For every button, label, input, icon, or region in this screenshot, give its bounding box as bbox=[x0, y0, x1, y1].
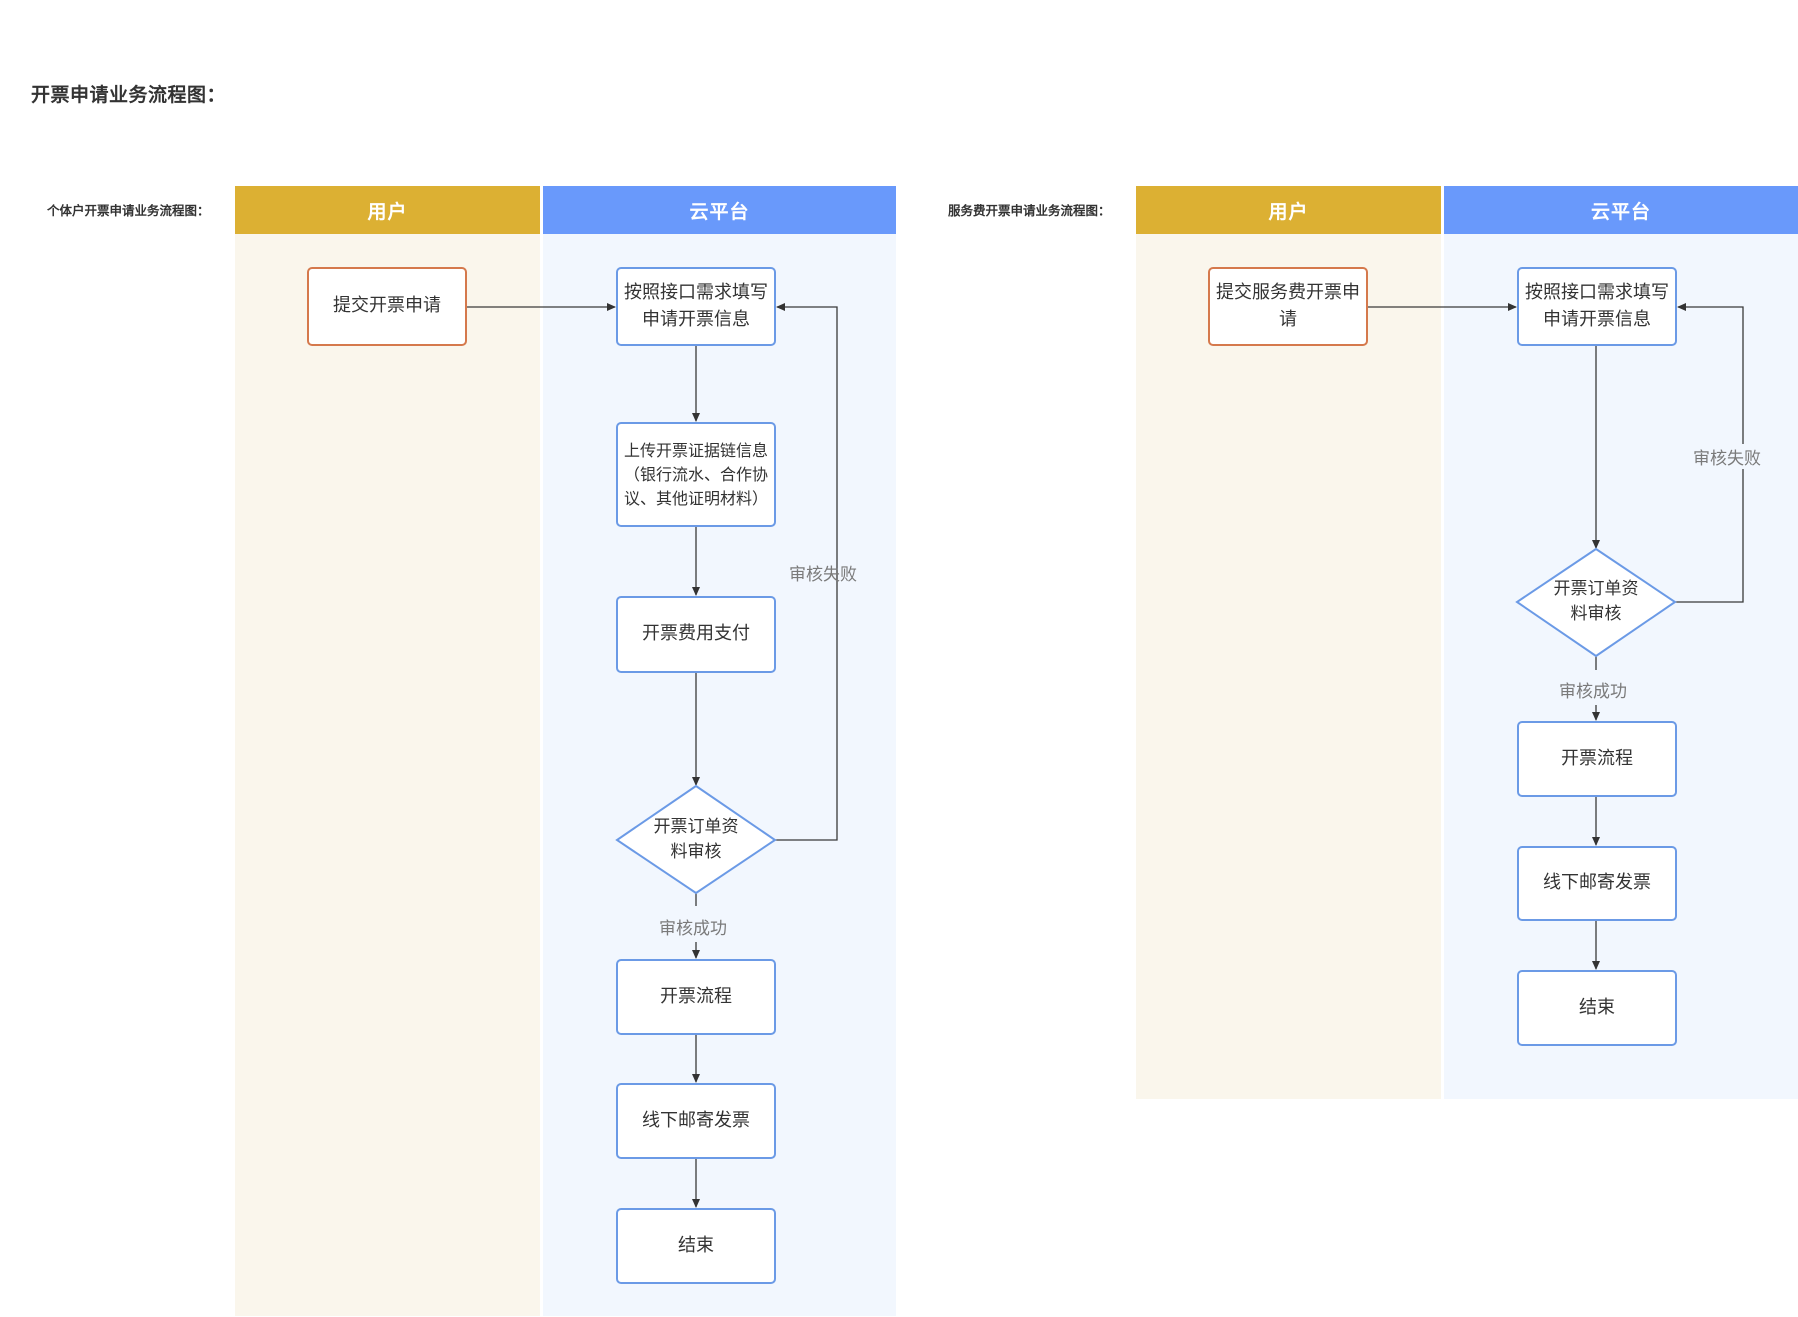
d2-node-mail[interactable]: 线下邮寄发票 bbox=[1517, 846, 1677, 921]
d1-success-label: 审核成功 bbox=[659, 919, 727, 939]
d2-review-text[interactable]: 开票订单资料审核 bbox=[1553, 578, 1639, 625]
d1-node-pay[interactable]: 开票费用支付 bbox=[616, 596, 776, 673]
diagram2-label: 服务费开票申请业务流程图： bbox=[948, 203, 1111, 218]
diagram1-user-lane bbox=[235, 186, 540, 1316]
d1-fail-label: 审核失败 bbox=[789, 565, 857, 585]
d1-node-upload[interactable]: 上传开票证据链信息（银行流水、合作协议、其他证明材料） bbox=[616, 422, 776, 527]
d2-node-fill[interactable]: 按照接口需求填写申请开票信息 bbox=[1517, 267, 1677, 346]
d1-node-end[interactable]: 结束 bbox=[616, 1208, 776, 1284]
diagram1-user-header: 用户 bbox=[235, 186, 540, 234]
page-title: 开票申请业务流程图： bbox=[31, 84, 227, 106]
d2-node-submit[interactable]: 提交服务费开票申请 bbox=[1208, 267, 1368, 346]
d1-node-process[interactable]: 开票流程 bbox=[616, 959, 776, 1035]
d2-success-label: 审核成功 bbox=[1559, 682, 1627, 702]
d2-node-process[interactable]: 开票流程 bbox=[1517, 721, 1677, 797]
diagram2-cloud-header: 云平台 bbox=[1444, 186, 1798, 234]
diagram1-cloud-header: 云平台 bbox=[543, 186, 896, 234]
d1-node-mail[interactable]: 线下邮寄发票 bbox=[616, 1083, 776, 1159]
d1-node-submit[interactable]: 提交开票申请 bbox=[307, 267, 467, 346]
diagram2-user-header: 用户 bbox=[1136, 186, 1441, 234]
d2-node-end[interactable]: 结束 bbox=[1517, 970, 1677, 1046]
d2-fail-label: 审核失败 bbox=[1693, 444, 1761, 469]
diagram1-label: 个体户开票申请业务流程图： bbox=[47, 203, 210, 218]
d1-review-text[interactable]: 开票订单资料审核 bbox=[653, 816, 739, 863]
d1-node-fill[interactable]: 按照接口需求填写申请开票信息 bbox=[616, 267, 776, 346]
